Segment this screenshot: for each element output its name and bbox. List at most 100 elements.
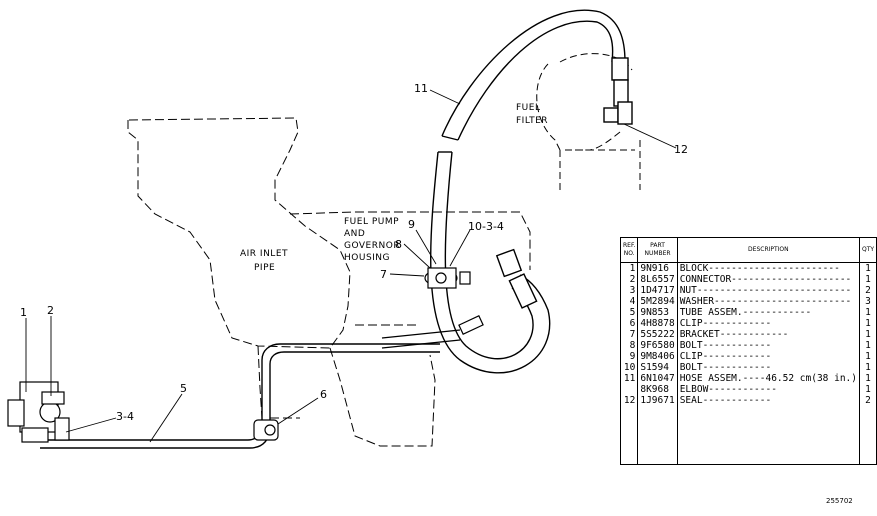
cell-qty: 1 — [858, 274, 877, 285]
header-qty: QTY — [858, 237, 877, 263]
cell-description: BOLT------------ — [676, 340, 861, 351]
cell-part-number: 5M2894 — [637, 296, 678, 307]
cell-ref-no: 12 — [619, 395, 639, 406]
cell-qty: 3 — [858, 296, 877, 307]
cell-ref-no: 2 — [619, 274, 639, 285]
cell-description: NUT--------------------------- — [676, 285, 861, 296]
cell-part-number: 1J9671 — [637, 395, 678, 406]
cell-part-number: 9F6580 — [637, 340, 678, 351]
blank-cell — [858, 406, 877, 465]
blank-cell — [676, 406, 861, 465]
caption-housing: HOUSING — [344, 253, 390, 263]
callout-9: 9 — [408, 218, 415, 231]
cell-qty: 2 — [858, 285, 877, 296]
cell-description: BOLT------------ — [676, 362, 861, 373]
cell-part-number: 8K968 — [637, 384, 678, 395]
cell-part-number: 5S5222 — [637, 329, 678, 340]
cell-part-number: 8L6557 — [637, 274, 678, 285]
caption-filter: FILTER — [516, 116, 548, 126]
cell-ref-no: 10 — [619, 362, 639, 373]
cell-ref-no: 4 — [619, 296, 639, 307]
caption-fuel-pump: FUEL PUMP — [344, 217, 399, 227]
cell-ref-no: 8 — [619, 340, 639, 351]
blank-cell — [637, 406, 678, 465]
cell-part-number: 9M8406 — [637, 351, 678, 362]
cell-qty: 1 — [858, 329, 877, 340]
cell-qty: 1 — [858, 384, 877, 395]
lower-hose — [430, 151, 551, 374]
cell-description: ELBOW------------ — [676, 384, 861, 395]
callout-leaders — [25, 89, 677, 443]
cell-qty: 1 — [858, 340, 877, 351]
caption-pipe: PIPE — [254, 263, 275, 273]
header-ref-no: REF. NO. — [619, 237, 639, 263]
cell-description: BRACKET------------ — [676, 329, 861, 340]
cell-ref-no — [619, 384, 639, 395]
cell-description: TUBE ASSEM.------------ — [676, 307, 861, 318]
cell-qty: 1 — [858, 307, 877, 318]
cell-part-number: 1D4717 — [637, 285, 678, 296]
callout-6: 6 — [320, 388, 327, 401]
parts-table-header: REF. NO. PART NUMBER DESCRIPTION QTY — [619, 237, 877, 263]
cell-ref-no: 6 — [619, 318, 639, 329]
cell-description: CLIP------------ — [676, 351, 861, 362]
cell-part-number: 4H8878 — [637, 318, 678, 329]
cell-part-number: 9N916 — [637, 262, 678, 274]
tube-clip — [253, 419, 279, 441]
pump-fitting — [381, 315, 484, 349]
callout-12: 12 — [674, 143, 688, 156]
illustration-number: 255702 — [826, 497, 853, 505]
caption-fuel: FUEL — [516, 103, 540, 113]
hose-clip-assembly — [424, 267, 471, 289]
callout-11: 11 — [414, 82, 428, 95]
cell-ref-no: 1 — [619, 262, 639, 274]
cell-ref-no: 11 — [619, 373, 639, 384]
cell-qty: 1 — [858, 262, 877, 274]
callout-8: 8 — [395, 238, 402, 251]
cell-part-number: 6N1047 — [637, 373, 678, 384]
callout-10-3-4: 10-3-4 — [468, 220, 504, 233]
hose-assembly — [441, 9, 633, 141]
cell-ref-no: 9 — [619, 351, 639, 362]
tube-assembly — [40, 343, 440, 449]
cell-qty: 1 — [858, 362, 877, 373]
table-blank-space — [619, 406, 877, 465]
caption-governor: GOVERNOR — [344, 241, 400, 251]
callout-1: 1 — [20, 306, 27, 319]
blank-cell — [619, 406, 639, 465]
cell-ref-no: 7 — [619, 329, 639, 340]
air-inlet-pipe-outline — [127, 117, 531, 447]
cell-part-number: S1594 — [637, 362, 678, 373]
cell-description: SEAL------------ — [676, 395, 861, 406]
cell-qty: 2 — [858, 395, 877, 406]
callout-2: 2 — [47, 304, 54, 317]
cell-qty: 1 — [858, 373, 877, 384]
cell-description: WASHER------------------------ — [676, 296, 861, 307]
callout-5: 5 — [180, 382, 187, 395]
caption-air-inlet: AIR INLET — [240, 249, 288, 259]
header-part-number: PART NUMBER — [637, 237, 678, 263]
cell-ref-no: 5 — [619, 307, 639, 318]
callout-7: 7 — [380, 268, 387, 281]
cell-description: HOSE ASSEM.----46.52 cm(38 in.) — [676, 373, 861, 384]
caption-and: AND — [344, 229, 365, 239]
callout-3-4: 3-4 — [116, 410, 134, 423]
cell-qty: 1 — [858, 318, 877, 329]
cell-description: CONNECTOR--------------------- — [676, 274, 861, 285]
cell-description: BLOCK----------------------- — [676, 262, 861, 274]
